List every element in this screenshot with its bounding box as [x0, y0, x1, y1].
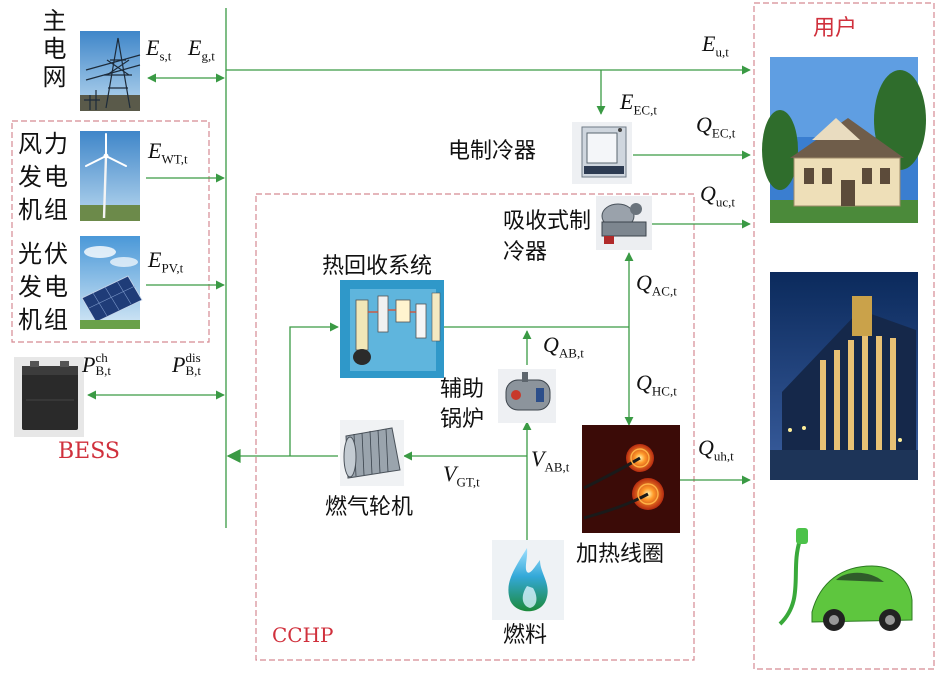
- var-eg: Eg,t: [188, 35, 215, 64]
- wind-label: 风力发电机组: [18, 128, 78, 227]
- pv-label: 光伏发电机组: [18, 238, 78, 337]
- boiler-icon: [498, 369, 556, 423]
- main-grid-label: 主电网: [38, 8, 66, 92]
- var-qab: QAB,t: [543, 332, 584, 361]
- var-qhc: QHC,t: [636, 370, 677, 399]
- var-quh: Quh,t: [698, 435, 734, 464]
- solar-panel-icon: [80, 236, 143, 329]
- heating-coil-label: 加热线圈: [576, 542, 665, 567]
- renewables-box: [11, 120, 210, 343]
- house-icon: [762, 57, 926, 223]
- cchp-box: [255, 193, 695, 661]
- absorption-chiller-label-text: 吸收式制冷器: [503, 209, 592, 265]
- var-epv: EPV,t: [148, 247, 184, 276]
- absorption-chiller-icon: [596, 196, 652, 250]
- var-vgt: VGT,t: [443, 461, 480, 490]
- var-ewt: EWT,t: [148, 138, 188, 167]
- cchp-label: CCHP: [272, 623, 334, 647]
- var-eu: Eu,t: [702, 31, 729, 60]
- var-qac: QAC,t: [636, 270, 677, 299]
- heating-coil-icon: [582, 425, 680, 533]
- battery-icon: [14, 357, 84, 437]
- gas-turbine-icon: [340, 420, 404, 486]
- bess-label: BESS: [58, 439, 120, 464]
- electric-chiller-icon: [572, 122, 632, 184]
- gas-turbine-label: 燃气轮机: [325, 495, 414, 520]
- shopping-mall-icon: [770, 272, 918, 480]
- aux-boiler-label: 辅助锅炉: [440, 375, 490, 435]
- absorption-chiller-label: 吸收式制冷器: [503, 206, 593, 268]
- users-label: 用户: [813, 16, 858, 41]
- var-eec: EEC,t: [620, 89, 657, 118]
- var-es: Es,t: [146, 35, 172, 64]
- gt-to-hr-line: [289, 322, 339, 456]
- electric-car-icon: [770, 495, 918, 663]
- electric-chiller-label: 电制冷器: [448, 139, 537, 164]
- users-box: [753, 2, 935, 670]
- heat-recovery-icon: [340, 280, 444, 378]
- fuel-label: 燃料: [503, 623, 548, 648]
- heat-recovery-label: 热回收系统: [322, 254, 433, 279]
- flame-icon: [492, 540, 564, 620]
- wind-label-text: 风力发电机组: [18, 130, 70, 224]
- pv-label-text: 光伏发电机组: [18, 240, 70, 334]
- var-qec: QEC,t: [696, 112, 736, 141]
- wind-turbine-icon: [80, 131, 140, 221]
- var-quc: Quc,t: [700, 181, 736, 210]
- aux-boiler-label-text: 辅助锅炉: [440, 377, 485, 432]
- var-vab: VAB,t: [531, 446, 570, 475]
- power-tower-icon: [80, 31, 141, 111]
